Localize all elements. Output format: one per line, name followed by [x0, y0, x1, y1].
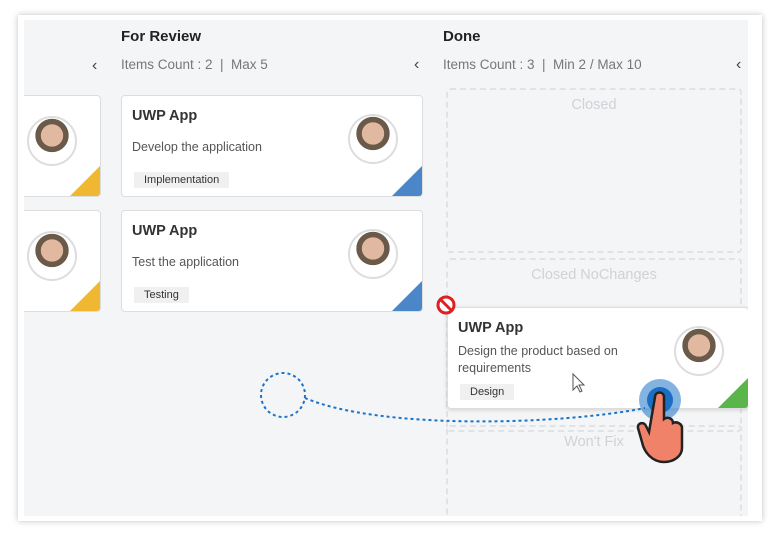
column-status: Items Count : 2 | Max 5	[121, 57, 268, 72]
priority-indicator	[70, 281, 100, 311]
kanban-card[interactable]: UWP App Develop the application Implemen…	[121, 95, 423, 197]
column-title: Done	[443, 28, 481, 45]
no-entry-icon	[436, 295, 456, 315]
kanban-card-partial[interactable]	[24, 210, 101, 312]
avatar	[27, 116, 77, 166]
drop-zone-wont-fix[interactable]: Won't Fix	[446, 425, 742, 516]
priority-indicator	[70, 166, 100, 196]
chevron-left-icon[interactable]: ‹	[92, 57, 98, 74]
drag-path	[304, 397, 646, 423]
zone-label: Closed	[571, 97, 617, 113]
priority-indicator	[718, 378, 748, 408]
avatar	[348, 114, 398, 164]
card-tag: Design	[460, 384, 515, 400]
hand-pointer-icon	[636, 391, 684, 464]
kanban-card-partial[interactable]	[24, 95, 101, 197]
drag-start-indicator	[260, 372, 306, 418]
card-title: UWP App	[458, 320, 524, 336]
chevron-left-icon[interactable]: ‹	[414, 56, 420, 73]
zone-label: Won't Fix	[564, 434, 624, 450]
card-title: UWP App	[132, 223, 198, 239]
priority-indicator	[392, 166, 422, 196]
card-description: Test the application	[132, 255, 240, 269]
dragged-card[interactable]: UWP App Design the product based on requ…	[447, 307, 748, 409]
arrow-cursor-icon	[572, 372, 586, 393]
avatar	[674, 326, 724, 376]
kanban-card[interactable]: UWP App Test the application Testing	[121, 210, 423, 312]
kanban-board: ‹ For Review Items Count : 2 | Max 5 ‹ U…	[24, 20, 748, 516]
column-title: For Review	[121, 28, 202, 45]
avatar	[27, 231, 77, 281]
card-description: Design the product based on requirements	[458, 344, 618, 375]
card-tag: Implementation	[134, 172, 230, 188]
card-description: Develop the application	[132, 140, 262, 154]
priority-indicator	[392, 281, 422, 311]
avatar	[348, 229, 398, 279]
zone-label: Closed NoChanges	[531, 267, 657, 283]
card-tag: Testing	[134, 287, 189, 303]
chevron-left-icon[interactable]: ‹	[736, 56, 742, 73]
column-status: Items Count : 3 | Min 2 / Max 10	[443, 57, 642, 72]
drop-zone-closed[interactable]: Closed	[446, 88, 742, 253]
card-title: UWP App	[132, 108, 198, 124]
